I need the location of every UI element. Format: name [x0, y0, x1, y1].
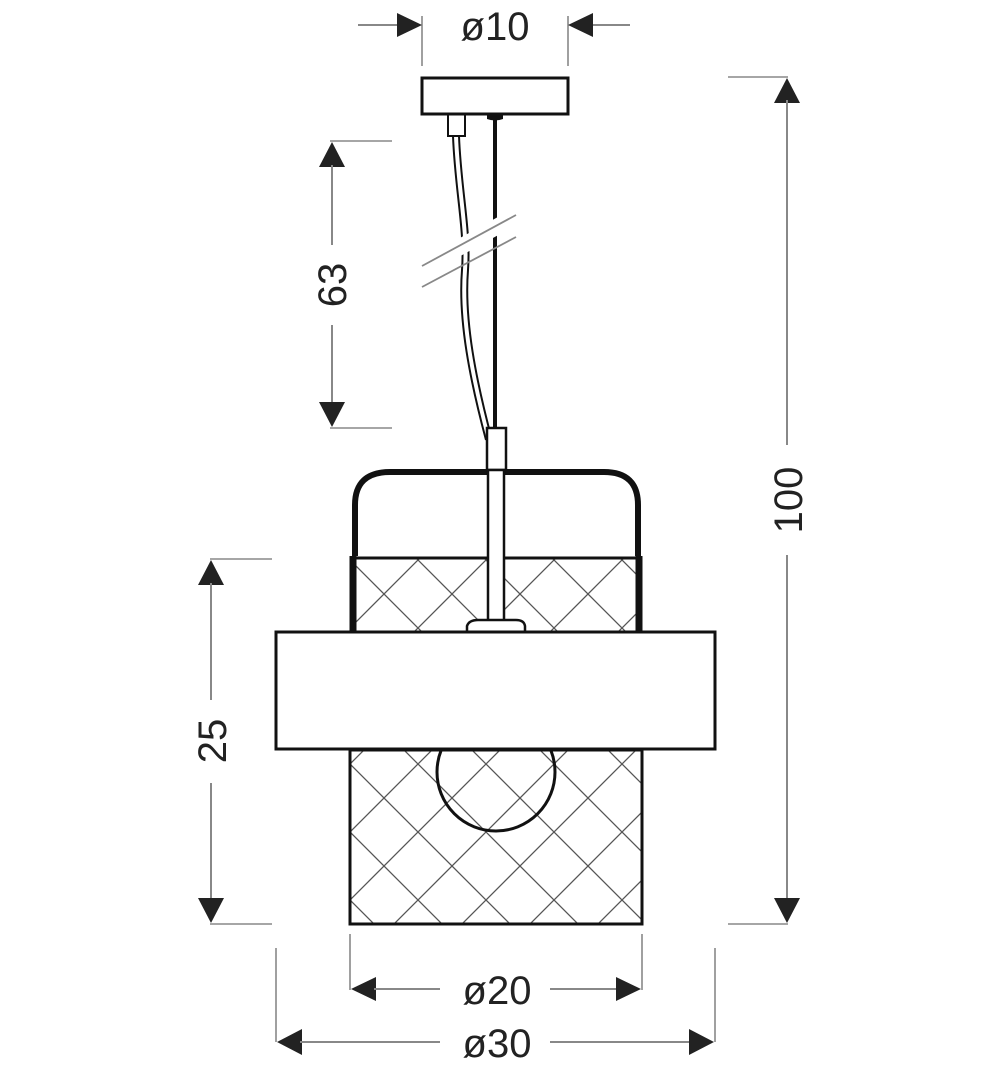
- outer-band-ring: [274, 630, 717, 751]
- dimension-outer-ring-diameter: ø30: [275, 948, 716, 1066]
- arrow-left-icon: [351, 977, 376, 1001]
- rod-cap: [487, 114, 503, 121]
- outer-ring-diameter-label: ø30: [463, 1022, 532, 1066]
- lamp-holder-sleeve: [485, 426, 508, 472]
- ceiling-canopy: [420, 76, 570, 137]
- arrow-up-icon: [319, 142, 345, 167]
- arrow-right-icon: [616, 977, 641, 1001]
- arrow-down-icon: [198, 898, 224, 923]
- lamp-holder: [465, 618, 527, 634]
- arrow-up-icon: [198, 560, 224, 585]
- arrow-right-icon: [397, 13, 422, 37]
- arrow-right-icon: [689, 1029, 714, 1055]
- dimension-cable-length: 63: [311, 140, 392, 429]
- cable-gland: [447, 113, 466, 137]
- shade-height-label: 25: [191, 719, 235, 764]
- inner-shade-diameter-label: ø20: [463, 969, 532, 1013]
- break-marks: [420, 207, 522, 288]
- inner-rod: [486, 468, 506, 624]
- arrow-down-icon: [319, 402, 345, 427]
- cross-hatched-inner-shade-lower: [348, 748, 644, 926]
- dimension-shade-height: 25: [191, 558, 272, 925]
- dimension-total-height: 100: [728, 76, 811, 925]
- arrow-left-icon: [277, 1029, 302, 1055]
- power-cable: [452, 135, 493, 441]
- cable-length-label: 63: [311, 263, 355, 308]
- arrow-left-icon: [568, 13, 593, 37]
- dimension-canopy-diameter: ø10: [358, 5, 630, 66]
- bulb: [435, 750, 557, 833]
- arrow-up-icon: [774, 78, 800, 103]
- dimension-inner-shade-diameter: ø20: [349, 934, 643, 1013]
- arrow-down-icon: [774, 898, 800, 923]
- total-height-label: 100: [767, 467, 811, 534]
- canopy-diameter-label: ø10: [461, 5, 530, 49]
